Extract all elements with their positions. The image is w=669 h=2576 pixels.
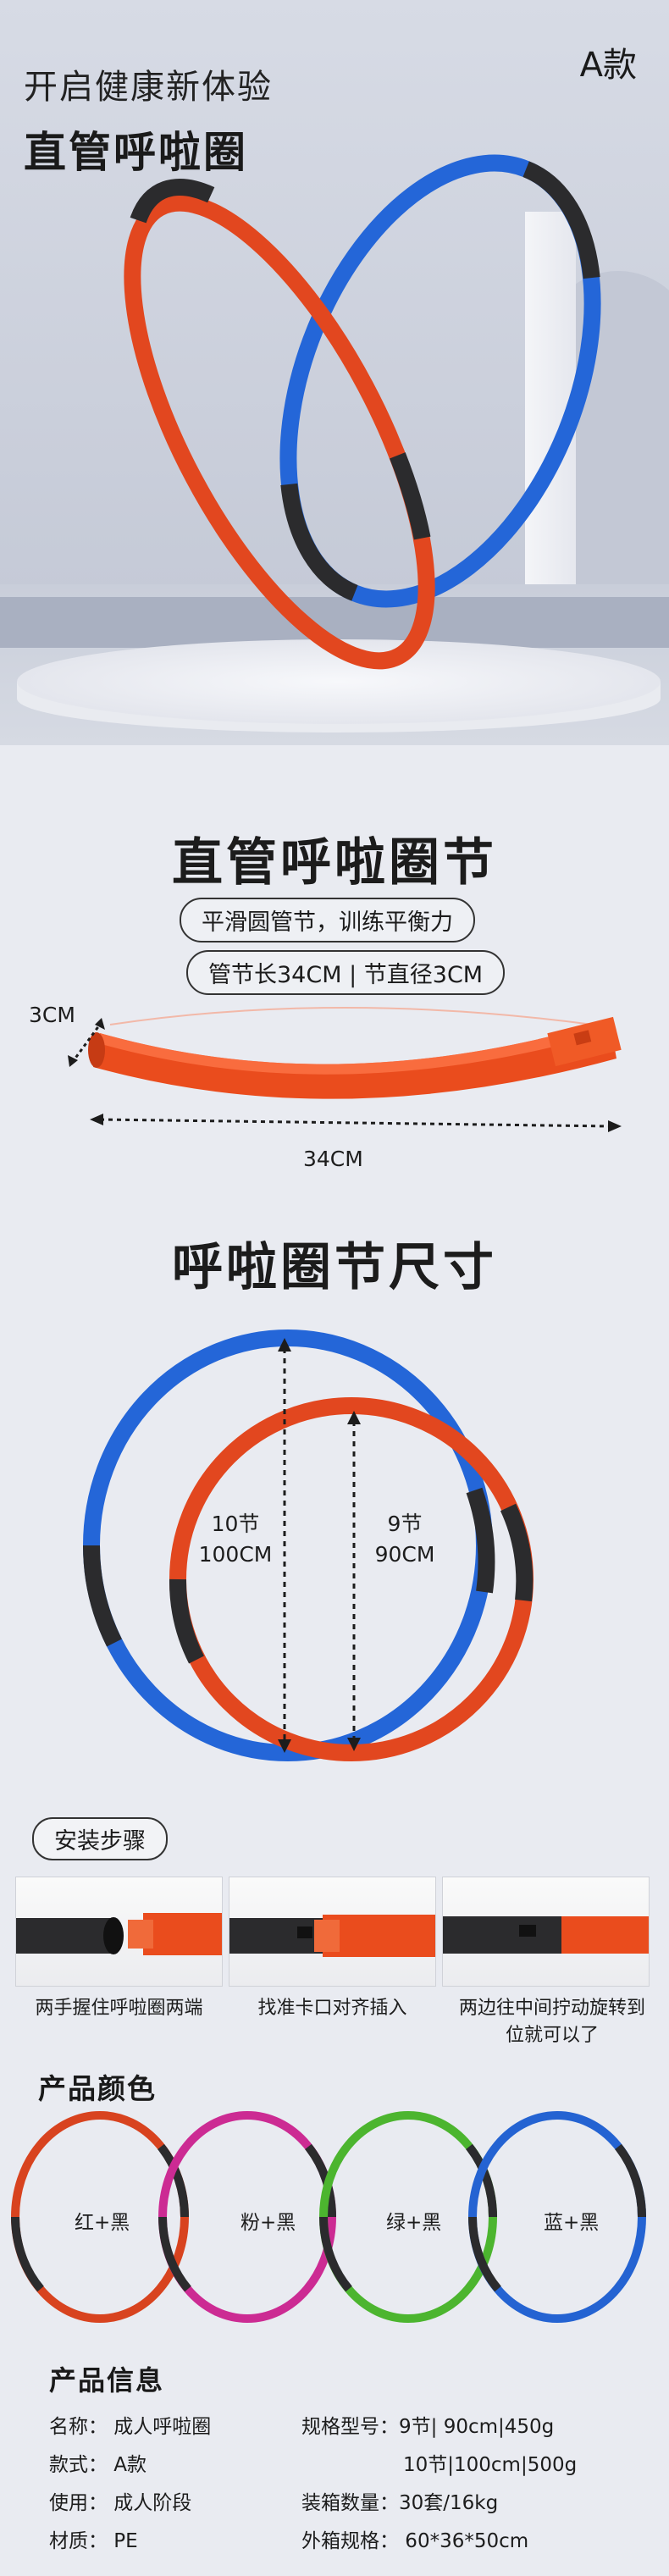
small-hoop-label: 9节 90CM — [362, 1509, 447, 1570]
install-steps-label: 安装步骤 — [32, 1817, 168, 1860]
install-step-1-image — [15, 1877, 223, 1987]
info-box-size: 外箱规格： 60*36*50cm — [301, 2530, 529, 2552]
hoop-red-black — [11, 2111, 189, 2323]
segment-tube-image — [68, 1007, 622, 1132]
info-title: 产品信息 — [49, 2364, 165, 2396]
install-step-3-image — [442, 1877, 650, 1987]
install-step-3-caption: 两边往中间拧动旋转到 位就可以了 — [442, 1995, 662, 2049]
info-spec-2: 10节|100cm|500g — [403, 2454, 578, 2476]
segment-title: 直管呼啦圈节 — [172, 833, 497, 893]
tube-diameter-label: 3CM — [29, 1003, 75, 1027]
install-step-2-image — [229, 1877, 436, 1987]
size-title: 呼啦圈节尺寸 — [172, 1238, 497, 1297]
install-step-3-caption-line2: 位就可以了 — [505, 2025, 599, 2046]
info-style: 款式： A款 — [49, 2454, 147, 2476]
small-hoop-segments: 9节 — [387, 1512, 423, 1536]
color-option-red-black: 红+黑 — [75, 2212, 130, 2234]
info-name: 名称： 成人呼啦圈 — [49, 2416, 212, 2438]
big-hoop-diameter: 100CM — [198, 1542, 273, 1567]
big-hoop-segments: 10节 — [211, 1512, 260, 1536]
colors-title: 产品颜色 — [38, 2072, 157, 2105]
info-spec-1: 规格型号：9节| 90cm|450g — [301, 2416, 555, 2438]
info-usage: 使用： 成人阶段 — [49, 2492, 192, 2514]
hero-banner: 开启健康新体验 直管呼啦圈 A款 — [0, 0, 669, 745]
hoop-green-black — [319, 2111, 497, 2323]
big-hoop-label: 10节 100CM — [193, 1509, 278, 1570]
install-step-2-caption: 找准卡口对齐插入 — [257, 1998, 407, 2019]
info-box-qty: 装箱数量：30套/16kg — [301, 2492, 499, 2514]
color-option-blue-black: 蓝+黑 — [544, 2212, 600, 2234]
color-options-image — [11, 2111, 646, 2323]
hero-hoops-image — [124, 154, 601, 670]
hoop-size-diagram — [82, 1329, 534, 1761]
feature-pill: 平滑圆管节，训练平衡力 — [180, 898, 475, 943]
small-hoop-diameter: 90CM — [374, 1542, 435, 1567]
tube-length-label: 34CM — [303, 1147, 363, 1171]
color-option-green-black: 绿+黑 — [386, 2212, 442, 2234]
hoop-pink-black — [158, 2111, 336, 2323]
variant-tag: A款 — [579, 46, 637, 85]
color-option-pink-black: 粉+黑 — [241, 2212, 296, 2234]
install-step-1-caption: 两手握住呼啦圈两端 — [35, 1998, 203, 2019]
hero-title: 直管呼啦圈 — [24, 128, 248, 177]
install-step-3-caption-line1: 两边往中间拧动旋转到 — [458, 1998, 645, 2019]
spec-pill: 管节长34CM | 节直径3CM — [186, 950, 506, 995]
hoop-blue-black — [468, 2111, 646, 2323]
info-material: 材质： PE — [49, 2530, 138, 2552]
hero-subtitle: 开启健康新体验 — [24, 68, 273, 107]
